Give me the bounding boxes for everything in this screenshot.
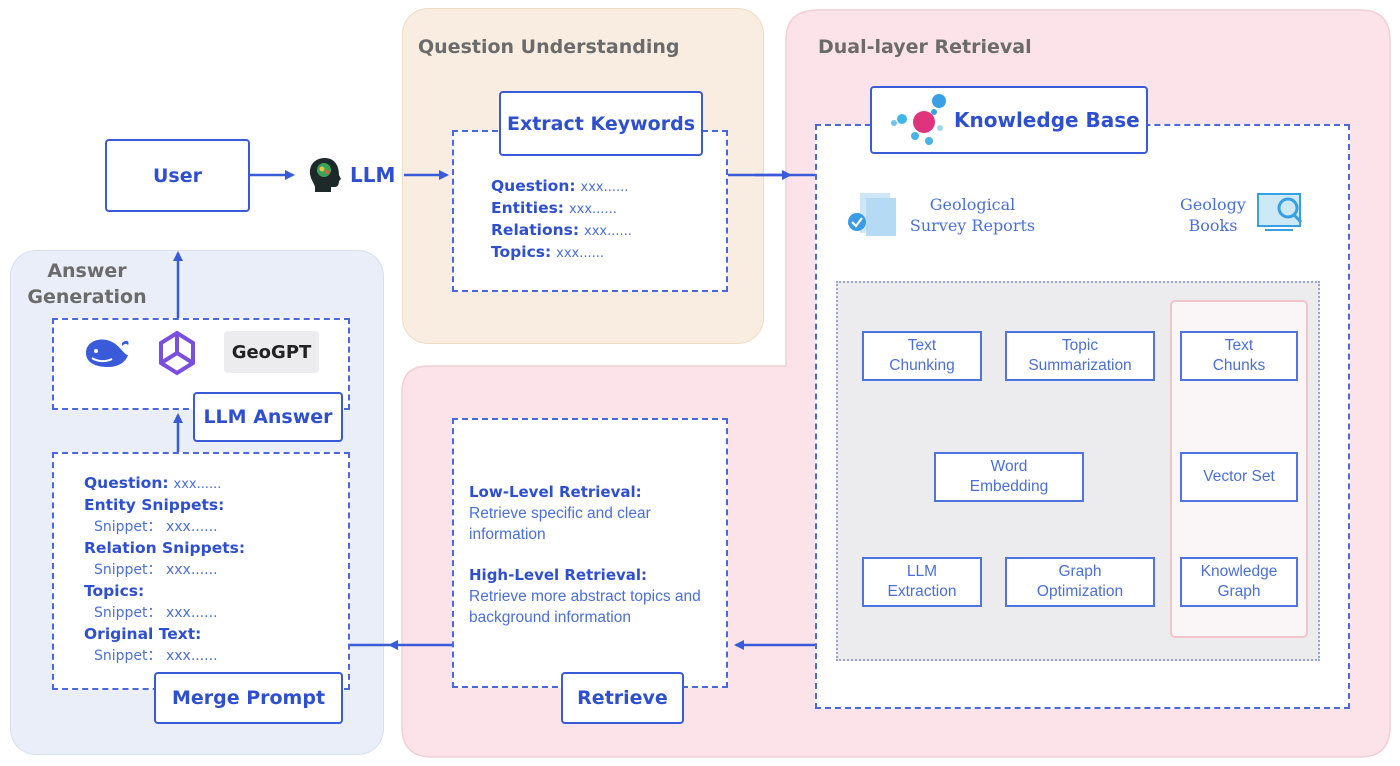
- prompt-line: Entity Snippets:: [84, 496, 225, 514]
- prompt-line: Topics:: [84, 582, 145, 600]
- knot-model-icon: [159, 330, 195, 376]
- merge-prompt-card: [52, 452, 350, 690]
- brain-head-icon: [309, 158, 341, 192]
- prompt-line: Snippet： xxx......: [94, 648, 218, 664]
- keyword-field: Topics: xxx......: [491, 243, 604, 261]
- survey-report-icon: [848, 193, 896, 236]
- molecule-icon: [891, 94, 946, 145]
- keyword-field: Question: xxx......: [491, 177, 629, 195]
- prompt-line: Snippet： xxx......: [94, 605, 218, 621]
- llm-answer-node: LLM Answer: [193, 392, 343, 442]
- prompt-line: Question: xxx......: [84, 474, 222, 492]
- geology-books-label: Geology Books: [1180, 195, 1246, 235]
- llm-extraction-step: LLM Extraction: [862, 557, 982, 607]
- prompt-line: Relation Snippets:: [84, 539, 246, 557]
- low-level-title: Low-Level Retrieval:: [469, 483, 642, 501]
- high-level-title: High-Level Retrieval:: [469, 566, 648, 584]
- geogpt-badge: GeoGPT: [224, 331, 319, 373]
- merge-prompt-node: Merge Prompt: [154, 672, 343, 724]
- keywords-card: [452, 130, 728, 292]
- keywords-fields: Question: xxx...... Entities: xxx...... …: [491, 176, 632, 264]
- prompt-line: Snippet： xxx......: [94, 562, 218, 578]
- text-chunks-output: Text Chunks: [1180, 331, 1298, 381]
- keyword-field: Relations: xxx......: [491, 221, 632, 239]
- answer-generation-title: Answer Generation: [27, 260, 147, 308]
- vector-set-output: Vector Set: [1180, 452, 1298, 502]
- retrieve-node: Retrieve: [561, 672, 684, 724]
- prompt-line: Snippet： xxx......: [94, 519, 218, 535]
- keyword-field: Entities: xxx......: [491, 199, 617, 217]
- text-chunking-step: Text Chunking: [862, 331, 982, 381]
- retrieval-levels: Low-Level Retrieval: Retrieve specific a…: [469, 482, 721, 628]
- high-level-desc: Retrieve more abstract topics and backgr…: [469, 588, 701, 626]
- graph-optimization-step: Graph Optimization: [1005, 557, 1155, 607]
- knowledge-graph-output: Knowledge Graph: [1180, 557, 1298, 607]
- dual-layer-retrieval-title: Dual-layer Retrieval: [818, 36, 1032, 58]
- extract-keywords-node: Extract Keywords: [499, 91, 703, 156]
- user-node: User: [105, 139, 250, 212]
- question-understanding-title: Question Understanding: [418, 36, 680, 58]
- whale-model-icon: [86, 339, 129, 367]
- survey-reports-label: Geological Survey Reports: [909, 195, 1036, 235]
- book-search-icon: [1257, 193, 1303, 231]
- low-level-desc: Retrieve specific and clear information: [469, 505, 651, 543]
- llm-label: LLM: [350, 163, 396, 187]
- prompt-line: Original Text:: [84, 625, 202, 643]
- topic-summarization-step: Topic Summarization: [1005, 331, 1155, 381]
- prompt-lines: Question: xxx...... Entity Snippets: Sni…: [84, 473, 245, 667]
- word-embedding-step: Word Embedding: [934, 452, 1084, 502]
